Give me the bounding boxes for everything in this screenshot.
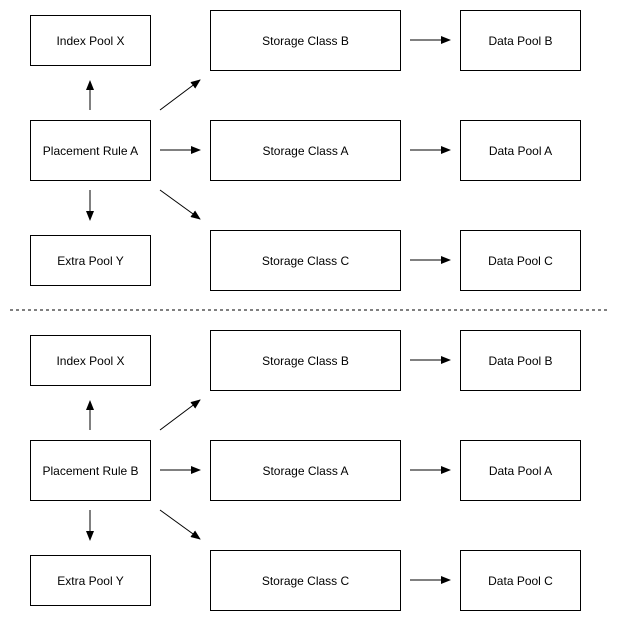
data-pool-c-label: Data Pool C [488, 573, 553, 588]
storage-class-c-label: Storage Class C [261, 573, 350, 588]
data-pool-c-box: Data Pool C [460, 230, 581, 291]
storage-class-c-label: Storage Class C [261, 253, 350, 268]
storage-class-a-label: Storage Class A [262, 463, 349, 478]
extra-pool-label: Extra Pool Y [57, 253, 124, 268]
index-pool-box: Index Pool X [30, 335, 151, 386]
data-pool-c-box: Data Pool C [460, 550, 581, 611]
data-pool-b-box: Data Pool B [460, 330, 581, 391]
arrow-rule-to-storage-class-b [159, 399, 201, 431]
arrow-rule-to-storage-class-c [159, 189, 201, 220]
extra-pool-box: Extra Pool Y [30, 555, 151, 606]
storage-class-b-box: Storage Class B [210, 10, 401, 71]
data-pool-a-box: Data Pool A [460, 120, 581, 181]
storage-class-b-label: Storage Class B [262, 33, 349, 48]
data-pool-b-label: Data Pool B [488, 353, 553, 368]
placement-rule-box: Placement Rule A [30, 120, 151, 181]
index-pool-label: Index Pool X [56, 353, 125, 368]
storage-class-b-box: Storage Class B [210, 330, 401, 391]
storage-class-c-box: Storage Class C [210, 230, 401, 291]
index-pool-box: Index Pool X [30, 15, 151, 66]
index-pool-label: Index Pool X [56, 33, 125, 48]
placement-rule-box: Placement Rule B [30, 440, 151, 501]
storage-class-a-box: Storage Class A [210, 440, 401, 501]
extra-pool-box: Extra Pool Y [30, 235, 151, 286]
placement-rule-label: Placement Rule B [42, 463, 139, 478]
storage-class-c-box: Storage Class C [210, 550, 401, 611]
storage-class-b-label: Storage Class B [262, 353, 349, 368]
extra-pool-label: Extra Pool Y [57, 573, 124, 588]
data-pool-b-label: Data Pool B [488, 33, 553, 48]
data-pool-a-label: Data Pool A [488, 463, 553, 478]
arrow-rule-to-storage-class-b [159, 79, 201, 111]
data-pool-b-box: Data Pool B [460, 10, 581, 71]
data-pool-a-box: Data Pool A [460, 440, 581, 501]
storage-class-a-box: Storage Class A [210, 120, 401, 181]
storage-class-a-label: Storage Class A [262, 143, 349, 158]
placement-rule-label: Placement Rule A [42, 143, 139, 158]
data-pool-c-label: Data Pool C [488, 253, 553, 268]
data-pool-a-label: Data Pool A [488, 143, 553, 158]
arrow-rule-to-storage-class-c [159, 509, 201, 540]
